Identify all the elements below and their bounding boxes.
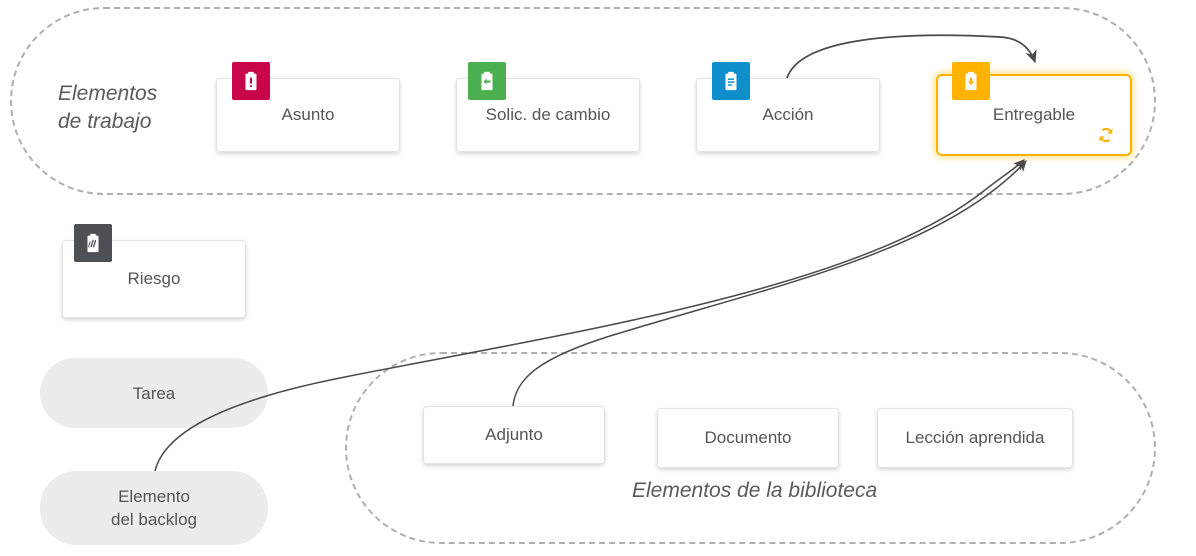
pill-elemento-del-backlog[interactable]: Elemento del backlog xyxy=(40,471,268,545)
clipboard-hazard-icon xyxy=(74,224,112,262)
card-adjunto-label: Adjunto xyxy=(485,425,543,444)
clipboard-arrow-down-icon xyxy=(952,62,990,100)
clipboard-arrow-left-icon xyxy=(468,62,506,100)
card-solicitud-label: Solic. de cambio xyxy=(485,105,611,124)
pill-tarea-label: Tarea xyxy=(132,383,176,403)
card-adjunto[interactable]: Adjunto xyxy=(423,406,605,464)
clipboard-lines-icon xyxy=(712,62,750,100)
pill-tarea[interactable]: Tarea xyxy=(40,358,268,428)
group-library-items-label: Elementos de la biblioteca xyxy=(632,479,878,502)
card-documento[interactable]: Documento xyxy=(657,408,839,468)
card-entregable-label: Entregable xyxy=(992,105,1076,124)
card-leccion-aprendida[interactable]: Lección aprendida xyxy=(877,408,1073,468)
refresh-icon[interactable] xyxy=(1095,124,1117,146)
pill-backlog-label: Elemento del backlog xyxy=(110,487,197,529)
group-work-items-label: Elementos de trabajo xyxy=(58,82,158,133)
card-accion-label: Acción xyxy=(762,105,814,124)
card-riesgo-label: Riesgo xyxy=(127,269,181,288)
card-asunto-label: Asunto xyxy=(281,105,335,124)
clipboard-exclamation-icon xyxy=(232,62,270,100)
card-leccion-label: Lección aprendida xyxy=(905,428,1045,447)
card-documento-label: Documento xyxy=(704,428,792,447)
